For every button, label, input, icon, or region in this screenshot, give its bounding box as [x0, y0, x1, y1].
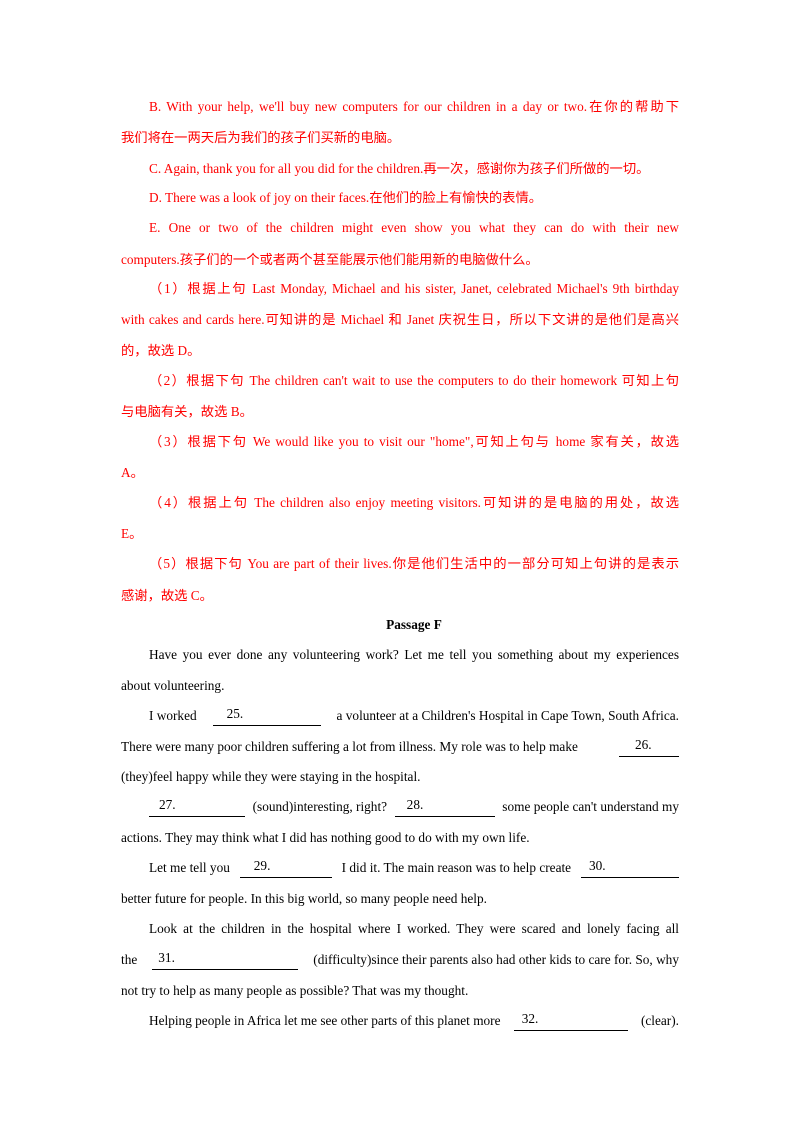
explanation-q3-line-2: A。 — [121, 465, 144, 480]
passage-text: some people can't understand my — [502, 799, 679, 814]
passage-p5-line-1: Look at the children in the hospital whe… — [149, 921, 679, 936]
explanation-q1-line-2: with cakes and cards here.可知讲的是 Michael … — [121, 312, 679, 327]
passage-p2-line-3: (they)feel happy while they were staying… — [121, 769, 421, 784]
explanation-q4-line-2: E。 — [121, 526, 143, 541]
passage-p4-line-1: Let me tell you 29. I did it. The main r… — [149, 858, 679, 878]
blank-27[interactable]: 27. — [149, 797, 245, 817]
passage-text: a volunteer at a Children's Hospital in … — [336, 708, 679, 723]
blank-28[interactable]: 28. — [394, 797, 495, 817]
passage-p3-line-1: 27. (sound)interesting, right? 28. some … — [149, 797, 679, 817]
passage-text: Helping people in Africa let me see othe… — [149, 1013, 501, 1028]
explanation-q2-line-2: 与电脑有关，故选 B。 — [121, 404, 253, 419]
passage-p4-line-2: better future for people. In this big wo… — [121, 891, 487, 906]
blank-25[interactable]: 25. — [212, 706, 321, 726]
passage-p5-line-2: the 31. (difficulty)since their parents … — [121, 950, 679, 970]
passage-p5-line-3: not try to help as many people as possib… — [121, 983, 469, 998]
blank-30[interactable]: 30. — [580, 858, 679, 878]
explanation-q5-line-2: 感谢，故选 C。 — [121, 588, 213, 603]
passage-text: (clear). — [640, 1013, 679, 1028]
passage-text: the — [121, 952, 138, 967]
explanation-q1-line-3: 的，故选 D。 — [121, 343, 201, 358]
passage-text: Let me tell you — [149, 860, 230, 875]
blank-31[interactable]: 31. — [152, 950, 299, 970]
passage-p2-line-1: I worked 25. a volunteer at a Children's… — [149, 706, 679, 726]
explanation-q5-line-1: （5）根据下句 You are part of their lives.你是他们… — [149, 556, 679, 571]
explanation-q2-line-1: （2）根据下句 The children can't wait to use t… — [149, 373, 679, 388]
explanation-q1-line-1: （1）根据上句 Last Monday, Michael and his sis… — [149, 281, 679, 296]
answer-option-c: C. Again, thank you for all you did for … — [149, 161, 650, 176]
passage-text: I did it. The main reason was to help cr… — [341, 860, 572, 875]
passage-text: I worked — [149, 708, 197, 723]
passage-title: Passage F — [386, 617, 442, 632]
blank-26[interactable]: 26. — [619, 737, 679, 757]
answer-option-d: D. There was a look of joy on their face… — [149, 190, 543, 205]
answer-option-e-line-1: E. One or two of the children might even… — [149, 220, 679, 235]
answer-option-b-line-2: 我们将在一两天后为我们的孩子们买新的电脑。 — [121, 130, 401, 145]
blank-32[interactable]: 32. — [513, 1011, 628, 1031]
passage-p3-line-2: actions. They may think what I did has n… — [121, 830, 530, 845]
passage-p1-line-2: about volunteering. — [121, 678, 225, 693]
explanation-q3-line-1: （3）根据下句 We would like you to visit our "… — [149, 434, 679, 449]
passage-text: (difficulty)since their parents also had… — [313, 952, 679, 967]
explanation-q4-line-1: （4）根据上句 The children also enjoy meeting … — [149, 495, 679, 510]
passage-text: There were many poor children suffering … — [121, 739, 578, 754]
passage-p6-line-1: Helping people in Africa let me see othe… — [149, 1011, 679, 1031]
passage-text: (sound)interesting, right? — [252, 799, 388, 814]
blank-29[interactable]: 29. — [239, 858, 332, 878]
passage-p1-line-1: Have you ever done any volunteering work… — [149, 647, 679, 662]
answer-option-b-line-1: B. With your help, we'll buy new compute… — [149, 99, 679, 114]
answer-option-e-line-2: computers.孩子们的一个或者两个甚至能展示他们能用新的电脑做什么。 — [121, 252, 539, 267]
passage-p2-line-2: There were many poor children suffering … — [121, 737, 679, 757]
